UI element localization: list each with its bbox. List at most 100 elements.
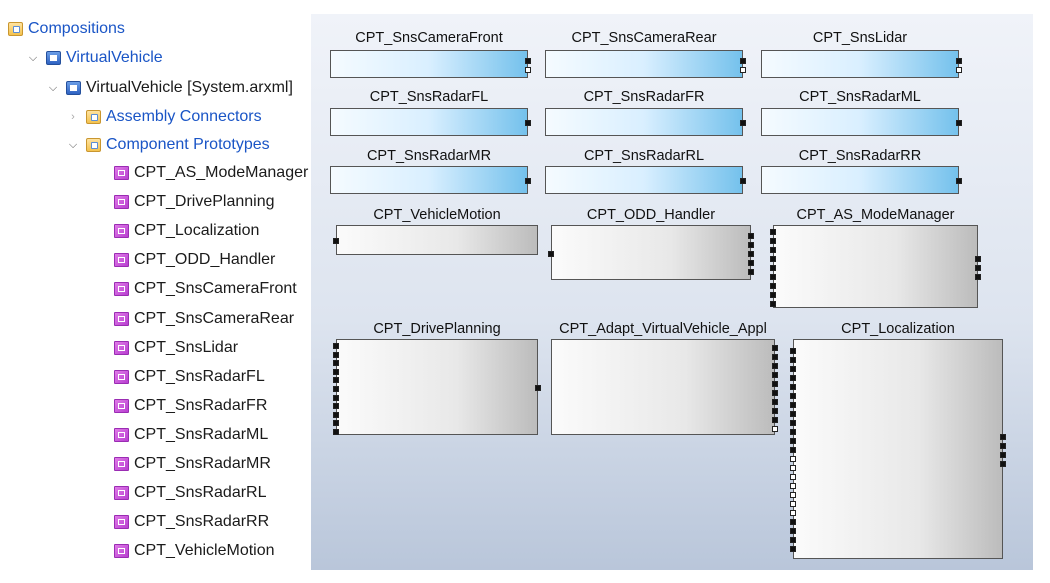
port-icon[interactable] — [790, 465, 796, 471]
diagram-component[interactable]: CPT_SnsRadarRL — [545, 148, 746, 194]
port-icon[interactable] — [975, 256, 981, 262]
port-icon[interactable] — [772, 426, 778, 432]
port-icon[interactable] — [790, 528, 796, 534]
tree-node-compositions[interactable]: Compositions — [8, 16, 125, 42]
port-icon[interactable] — [770, 292, 776, 298]
port-icon[interactable] — [333, 343, 339, 349]
diagram-component[interactable]: CPT_SnsRadarFL — [330, 89, 531, 136]
port-icon[interactable] — [772, 381, 778, 387]
component-box[interactable] — [330, 108, 531, 136]
component-box[interactable] — [761, 166, 962, 194]
diagram-component[interactable]: CPT_VehicleMotion — [333, 207, 538, 255]
port-icon[interactable] — [333, 420, 339, 426]
port-icon[interactable] — [333, 395, 339, 401]
port-icon[interactable] — [975, 274, 981, 280]
port-icon[interactable] — [790, 510, 796, 516]
port-icon[interactable] — [333, 412, 339, 418]
diagram-component[interactable]: CPT_Adapt_VirtualVehicle_Appl — [551, 321, 778, 435]
diagram-component[interactable]: CPT_AS_ModeManager — [770, 207, 981, 308]
port-icon[interactable] — [333, 369, 339, 375]
port-icon[interactable] — [790, 393, 796, 399]
port-icon[interactable] — [770, 229, 776, 235]
component-box[interactable] — [790, 339, 1006, 559]
port-icon[interactable] — [525, 67, 531, 73]
port-icon[interactable] — [333, 360, 339, 366]
port-icon[interactable] — [748, 251, 754, 257]
port-icon[interactable] — [770, 283, 776, 289]
component-box[interactable] — [545, 166, 746, 194]
port-icon[interactable] — [790, 348, 796, 354]
component-box[interactable] — [545, 108, 746, 136]
tree-node-assembly-connectors[interactable]: › Assembly Connectors — [66, 104, 261, 130]
component-box[interactable] — [761, 50, 962, 78]
port-icon[interactable] — [790, 438, 796, 444]
port-icon[interactable] — [772, 345, 778, 351]
port-icon[interactable] — [956, 178, 962, 184]
port-icon[interactable] — [1000, 434, 1006, 440]
diagram-component[interactable]: CPT_SnsRadarMR — [330, 148, 531, 194]
port-icon[interactable] — [770, 301, 776, 307]
port-icon[interactable] — [790, 375, 796, 381]
tree-item-component[interactable]: CPT_SnsRadarRR — [114, 509, 269, 535]
port-icon[interactable] — [790, 402, 796, 408]
port-icon[interactable] — [790, 411, 796, 417]
port-icon[interactable] — [790, 519, 796, 525]
port-icon[interactable] — [975, 265, 981, 271]
tree-node-system-arxml[interactable]: ⌵ VirtualVehicle [System.arxml] — [46, 75, 293, 101]
tree-item-component[interactable]: CPT_SnsRadarFR — [114, 393, 267, 419]
port-icon[interactable] — [790, 429, 796, 435]
component-box[interactable] — [545, 50, 746, 78]
port-icon[interactable] — [770, 265, 776, 271]
port-icon[interactable] — [535, 385, 541, 391]
component-box[interactable] — [333, 225, 538, 255]
tree-node-virtualvehicle[interactable]: ⌵ VirtualVehicle — [26, 45, 163, 71]
component-box[interactable] — [333, 339, 541, 435]
port-icon[interactable] — [525, 58, 531, 64]
port-icon[interactable] — [772, 363, 778, 369]
port-icon[interactable] — [772, 372, 778, 378]
port-icon[interactable] — [333, 403, 339, 409]
diagram-component[interactable]: CPT_Localization — [790, 321, 1006, 559]
port-icon[interactable] — [790, 474, 796, 480]
port-icon[interactable] — [333, 238, 339, 244]
port-icon[interactable] — [770, 238, 776, 244]
port-icon[interactable] — [525, 178, 531, 184]
port-icon[interactable] — [772, 399, 778, 405]
chevron-down-icon[interactable]: ⌵ — [48, 81, 58, 94]
tree-item-component[interactable]: CPT_SnsRadarML — [114, 422, 268, 448]
port-icon[interactable] — [333, 386, 339, 392]
tree-item-component[interactable]: CPT_SnsCameraFront — [114, 276, 297, 302]
port-icon[interactable] — [740, 120, 746, 126]
diagram-component[interactable]: CPT_DrivePlanning — [333, 321, 541, 435]
port-icon[interactable] — [1000, 461, 1006, 467]
port-icon[interactable] — [956, 120, 962, 126]
diagram-component[interactable]: CPT_SnsRadarFR — [545, 89, 746, 136]
port-icon[interactable] — [1000, 452, 1006, 458]
port-icon[interactable] — [772, 417, 778, 423]
tree-item-component[interactable]: CPT_SnsCameraRear — [114, 306, 294, 332]
port-icon[interactable] — [748, 233, 754, 239]
port-icon[interactable] — [770, 247, 776, 253]
port-icon[interactable] — [740, 67, 746, 73]
port-icon[interactable] — [525, 120, 531, 126]
port-icon[interactable] — [790, 357, 796, 363]
port-icon[interactable] — [772, 408, 778, 414]
diagram-component[interactable]: CPT_SnsRadarRR — [761, 148, 962, 194]
tree-item-component[interactable]: CPT_AS_ModeManager — [114, 160, 308, 186]
port-icon[interactable] — [770, 274, 776, 280]
tree-node-component-prototypes[interactable]: ⌵ Component Prototypes — [66, 132, 270, 158]
port-icon[interactable] — [770, 256, 776, 262]
tree-item-component[interactable]: CPT_SnsRadarMR — [114, 451, 271, 477]
port-icon[interactable] — [333, 352, 339, 358]
component-box[interactable] — [761, 108, 962, 136]
port-icon[interactable] — [790, 537, 796, 543]
port-icon[interactable] — [748, 260, 754, 266]
port-icon[interactable] — [790, 483, 796, 489]
chevron-right-icon[interactable]: › — [71, 111, 75, 123]
port-icon[interactable] — [790, 366, 796, 372]
port-icon[interactable] — [790, 447, 796, 453]
port-icon[interactable] — [790, 384, 796, 390]
port-icon[interactable] — [790, 492, 796, 498]
tree-item-component[interactable]: CPT_Localization — [114, 218, 259, 244]
chevron-down-icon[interactable]: ⌵ — [28, 51, 38, 64]
